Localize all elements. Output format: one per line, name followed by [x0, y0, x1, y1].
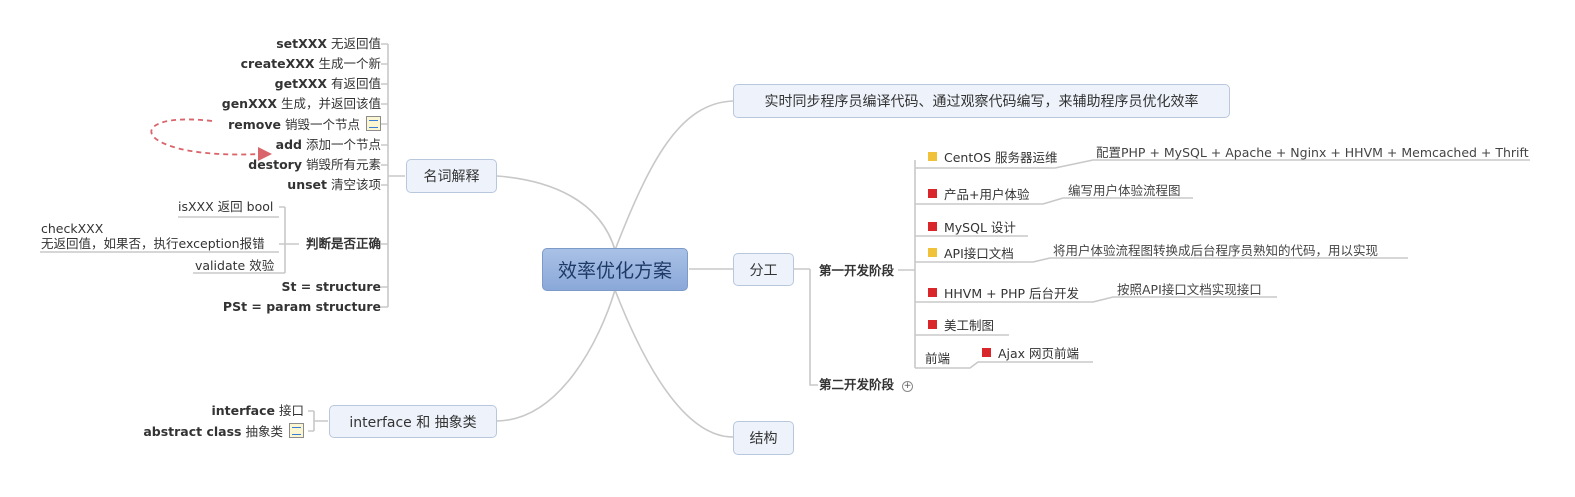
term-desc: 清空该项 [330, 177, 381, 192]
validate-item[interactable]: validate 效验 [195, 258, 274, 274]
term-desc: 销毁所有元素 [305, 157, 381, 172]
task-mysql[interactable]: MySQL 设计 [928, 220, 1016, 236]
expand-icon[interactable]: + [902, 381, 913, 392]
term-desc: 无返回值 [330, 36, 381, 51]
term-desc: 有返回值 [330, 76, 381, 91]
topic-sync[interactable]: 实时同步程序员编译代码、通过观察代码编写，来辅助程序员优化效率 [733, 84, 1230, 118]
task-label: API接口文档 [944, 246, 1014, 261]
task-label: HHVM + PHP 后台开发 [944, 286, 1080, 301]
term-item[interactable]: unset 清空该项 [287, 177, 381, 193]
task-product-ux[interactable]: 产品+用户体验 [928, 187, 1029, 203]
term-key: genXXX [221, 96, 277, 111]
validate-label: 判断是否正确 [305, 236, 381, 251]
task-label: CentOS 服务器运维 [944, 150, 1058, 165]
task-note[interactable]: 将用户体验流程图转换成后台程序员熟知的代码，用以实现 [1053, 243, 1379, 258]
task-api-doc[interactable]: API接口文档 [928, 246, 1014, 262]
yellow-flag-icon [928, 248, 937, 257]
central-topic[interactable]: 效率优化方案 [542, 248, 688, 291]
term-item[interactable]: add 添加一个节点 [276, 137, 381, 153]
validate-key: validate [195, 258, 246, 273]
memo-icon[interactable] [366, 116, 381, 131]
term-key: remove [228, 117, 281, 132]
task-note[interactable]: 编写用户体验流程图 [1068, 183, 1181, 198]
relationship-arrow [150, 118, 272, 161]
phase-2[interactable]: 第二开发阶段 [819, 377, 894, 393]
red-flag-icon [928, 320, 937, 329]
term-desc: 生成，并返回该值 [280, 96, 381, 111]
validate-desc: 返回 bool [217, 199, 274, 214]
interface-item[interactable]: interface 接口 [211, 403, 304, 419]
interface-item[interactable]: abstract class 抽象类 [143, 423, 304, 440]
task-art[interactable]: 美工制图 [928, 318, 994, 334]
term-desc: 添加一个节点 [305, 137, 381, 152]
validate-desc: 效验 [249, 258, 275, 273]
validate-key: isXXX [178, 199, 214, 214]
frontend-group[interactable]: 前端 [925, 351, 950, 367]
interface-key: abstract class [143, 424, 242, 439]
task-label: 产品+用户体验 [944, 187, 1030, 202]
task-label: 美工制图 [944, 318, 995, 333]
interface-desc: 抽象类 [245, 424, 283, 439]
interface-desc: 接口 [278, 403, 304, 418]
term-item-pst[interactable]: PSt = param structure [223, 299, 381, 315]
task-note[interactable]: 配置PHP + MySQL + Apache + Nginx + HHVM + … [1096, 145, 1529, 160]
topic-division[interactable]: 分工 [733, 253, 794, 286]
term-key: getXXX [274, 76, 327, 91]
phase-1[interactable]: 第一开发阶段 [819, 263, 894, 279]
term-key: add [275, 137, 302, 152]
term-key: destory [248, 157, 302, 172]
task-ajax[interactable]: Ajax 网页前端 [982, 346, 1079, 362]
term-item[interactable]: createXXX 生成一个新 [241, 56, 381, 72]
term-item[interactable]: genXXX 生成，并返回该值 [222, 96, 381, 112]
pst-text: PSt = param structure [222, 299, 381, 314]
phase-2-label: 第二开发阶段 [819, 377, 895, 392]
memo-icon[interactable] [289, 423, 304, 438]
task-hhvm-php[interactable]: HHVM + PHP 后台开发 [928, 286, 1079, 302]
term-desc: 生成一个新 [318, 56, 381, 71]
term-key: createXXX [240, 56, 315, 71]
validate-item[interactable]: isXXX 返回 bool [178, 199, 273, 215]
validate-item[interactable]: checkXXX 无返回值，如果否，执行exception报错 [41, 221, 265, 251]
term-item[interactable]: remove 销毁一个节点 [228, 116, 381, 133]
validate-desc: 无返回值，如果否，执行exception报错 [41, 236, 265, 251]
frontend-label: 前端 [925, 351, 951, 366]
yellow-flag-icon [928, 152, 937, 161]
red-flag-icon [928, 189, 937, 198]
term-item[interactable]: setXXX 无返回值 [276, 36, 381, 52]
task-note[interactable]: 按照API接口文档实现接口 [1117, 282, 1262, 297]
interface-key: interface [211, 403, 275, 418]
term-desc: 销毁一个节点 [284, 117, 360, 132]
validate-subtopic[interactable]: 判断是否正确 [306, 236, 381, 252]
term-item-st[interactable]: St = structure [281, 279, 381, 295]
term-key: setXXX [276, 36, 327, 51]
term-item[interactable]: getXXX 有返回值 [275, 76, 381, 92]
topic-structure[interactable]: 结构 [733, 421, 794, 455]
term-key: unset [287, 177, 327, 192]
task-centos[interactable]: CentOS 服务器运维 [928, 150, 1058, 166]
task-label: MySQL 设计 [944, 220, 1016, 235]
validate-key: checkXXX [41, 221, 104, 236]
red-flag-icon [928, 288, 937, 297]
st-text: St = structure [281, 279, 381, 294]
phase-1-label: 第一开发阶段 [819, 263, 895, 278]
task-label: Ajax 网页前端 [998, 346, 1080, 361]
term-item[interactable]: destory 销毁所有元素 [248, 157, 381, 173]
red-flag-icon [982, 348, 991, 357]
topic-interface[interactable]: interface 和 抽象类 [329, 405, 497, 438]
topic-terms[interactable]: 名词解释 [406, 159, 497, 193]
red-flag-icon [928, 222, 937, 231]
